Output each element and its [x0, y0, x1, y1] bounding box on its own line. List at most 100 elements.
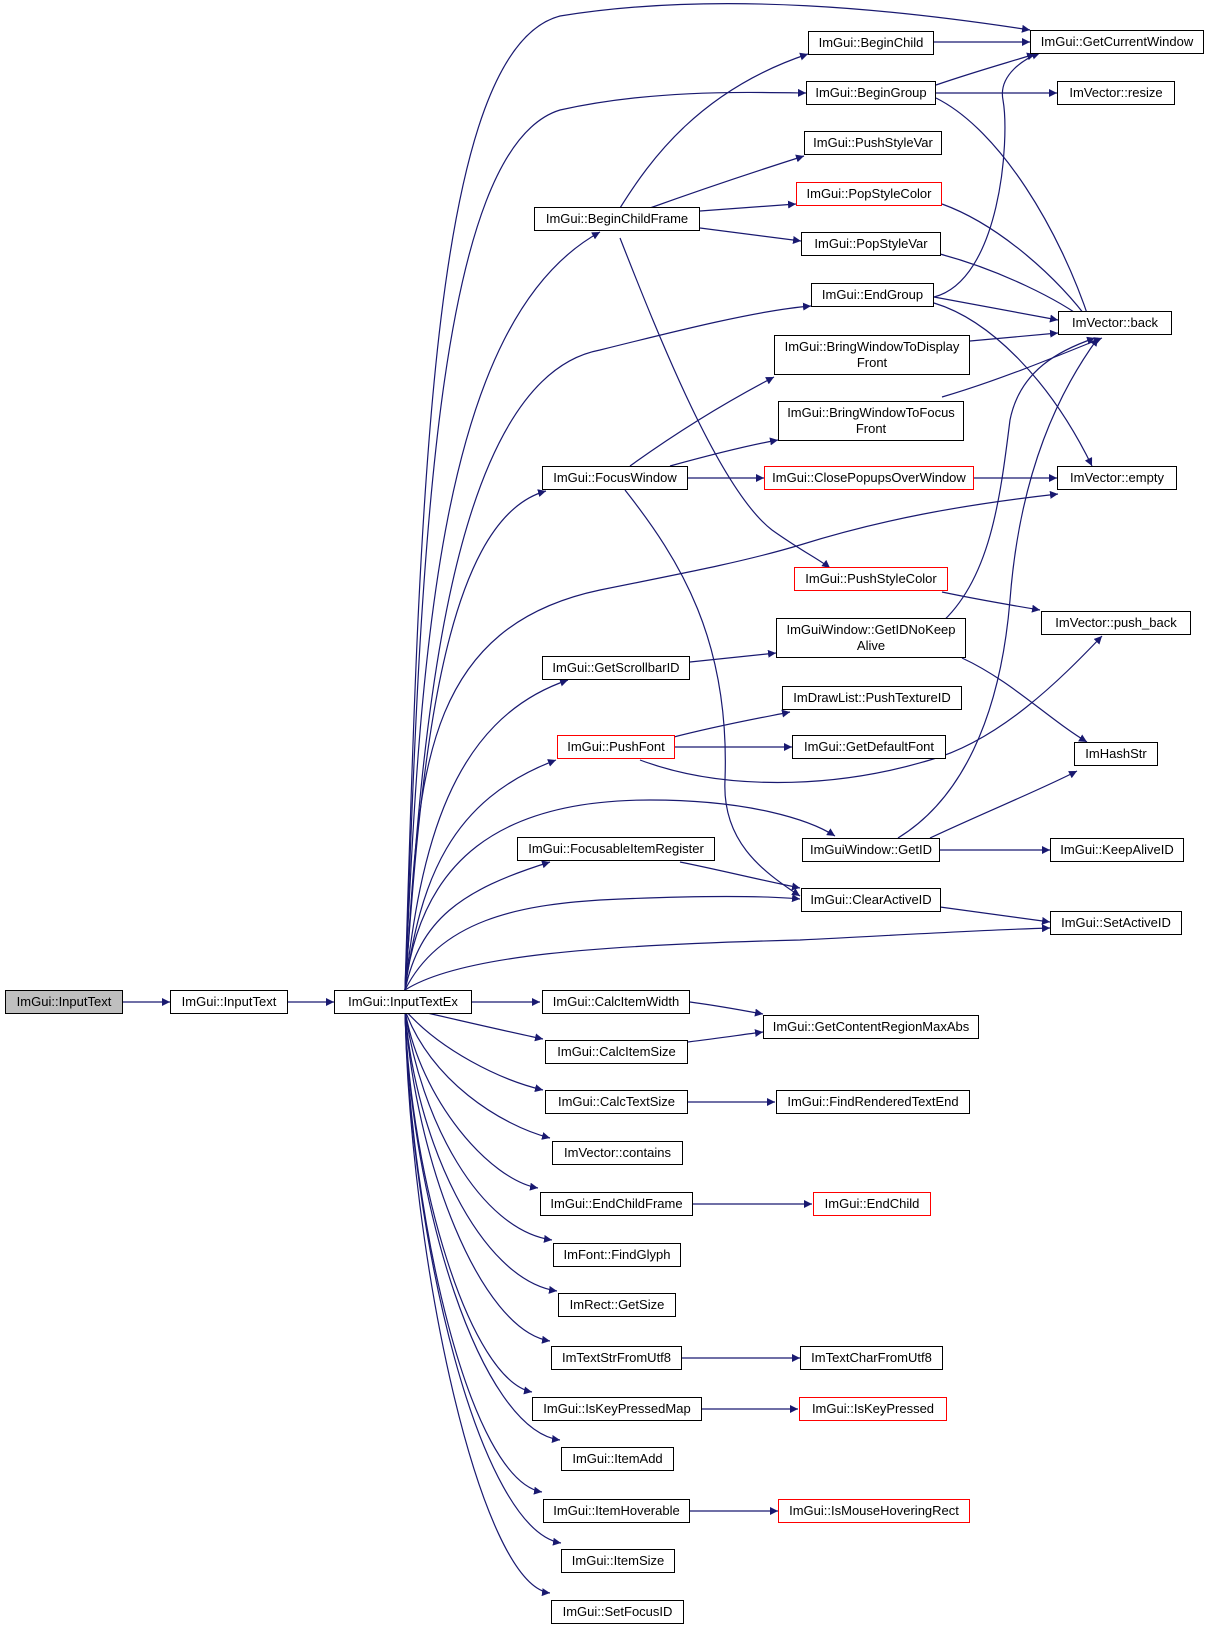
node-imgui-endgroup[interactable]: ImGui::EndGroup — [811, 283, 934, 307]
edge — [624, 489, 801, 897]
node-imgui-inputtextex[interactable]: ImGui::InputTextEx — [334, 990, 472, 1014]
edge — [404, 1009, 562, 1546]
node-imrect-getsize[interactable]: ImRect::GetSize — [558, 1293, 676, 1317]
node-imgui-setfocusid[interactable]: ImGui::SetFocusID — [551, 1600, 684, 1624]
node-imvector-contains[interactable]: ImVector::contains — [552, 1141, 683, 1165]
node-imgui-getdefaultfont[interactable]: ImGui::GetDefaultFont — [792, 735, 946, 759]
edge — [897, 337, 1099, 839]
node-imgui-getcurrentwindow[interactable]: ImGui::GetCurrentWindow — [1030, 30, 1204, 54]
edge — [941, 591, 1041, 613]
node-label: ImGui::InputTextEx — [348, 994, 458, 1009]
node-imgui-setactiveid[interactable]: ImGui::SetActiveID — [1050, 911, 1182, 935]
node-imgui-itemadd[interactable]: ImGui::ItemAdd — [561, 1447, 674, 1471]
node-imgui-inputtext-root[interactable]: ImGui::InputText — [5, 990, 123, 1014]
node-imgui-beginchild[interactable]: ImGui::BeginChild — [808, 31, 934, 55]
edge — [404, 1009, 544, 1093]
edge — [404, 490, 1059, 991]
node-label: ImGui::PushFont — [567, 739, 665, 754]
node-label: ImGui::InputText — [181, 994, 277, 1009]
node-imgui-findrenderedtextend[interactable]: ImGui::FindRenderedTextEnd — [776, 1090, 970, 1114]
edge — [404, 1009, 533, 1395]
edge — [404, 1009, 551, 1140]
edge — [689, 1001, 764, 1017]
node-imgui-popstylevar[interactable]: ImGui::PopStyleVar — [801, 232, 941, 256]
edge — [619, 52, 809, 209]
edge — [404, 302, 812, 991]
node-label: ImGui::EndGroup — [821, 287, 924, 302]
node-imgui-itemhoverable[interactable]: ImGui::ItemHoverable — [543, 1499, 690, 1523]
node-label: ImGui::ClearActiveID — [810, 892, 932, 907]
edge — [649, 154, 805, 209]
node-label: ImGuiWindow::GetID — [809, 842, 933, 857]
node-imgui-pushstylevar[interactable]: ImGui::PushStyleVar — [804, 131, 942, 155]
node-imgui-calctextsize[interactable]: ImGui::CalcTextSize — [545, 1090, 688, 1114]
node-imgui-focusableitemregister[interactable]: ImGui::FocusableItemRegister — [517, 837, 715, 861]
node-imgui-ismousehoveringrect[interactable]: ImGui::IsMouseHoveringRect — [778, 1499, 970, 1523]
node-imgui-itemsize[interactable]: ImGui::ItemSize — [561, 1549, 675, 1573]
node-imgui-popstylecolor[interactable]: ImGui::PopStyleColor — [796, 182, 942, 206]
edge — [404, 799, 836, 991]
edge — [404, 3, 1031, 991]
node-label: ImGui::PushStyleColor — [805, 571, 937, 586]
node-imgui-focuswindow[interactable]: ImGui::FocusWindow — [542, 466, 688, 490]
node-imguiwindow-getid[interactable]: ImGuiWindow::GetID — [802, 838, 940, 862]
node-label: ImGui::BeginGroup — [815, 85, 927, 100]
node-imvector-empty[interactable]: ImVector::empty — [1057, 466, 1177, 490]
node-imgui-calcitemwidth[interactable]: ImGui::CalcItemWidth — [542, 990, 690, 1014]
node-imgui-beginchildframe[interactable]: ImGui::BeginChildFrame — [534, 207, 700, 231]
node-imgui-iskeypressedmap[interactable]: ImGui::IsKeyPressedMap — [532, 1397, 702, 1421]
node-imvector-back[interactable]: ImVector::back — [1058, 311, 1172, 335]
node-imgui-iskeypressed[interactable]: ImGui::IsKeyPressed — [799, 1397, 947, 1421]
node-label: ImGui::GetScrollbarID — [552, 660, 680, 675]
node-imtextstrfromutf8[interactable]: ImTextStrFromUtf8 — [551, 1346, 682, 1370]
node-label-line2: Front — [855, 421, 887, 436]
node-imvector-push-back[interactable]: ImVector::push_back — [1041, 611, 1191, 635]
node-label: ImVector::back — [1072, 315, 1158, 330]
node-label: ImGui::FocusableItemRegister — [528, 841, 704, 856]
node-label: ImGui::PopStyleVar — [814, 236, 928, 251]
node-imgui-begingroup[interactable]: ImGui::BeginGroup — [806, 81, 936, 105]
node-imgui-pushstylecolor[interactable]: ImGui::PushStyleColor — [794, 567, 948, 591]
edge — [619, 237, 831, 569]
node-imgui-pushfont[interactable]: ImGui::PushFont — [557, 735, 675, 759]
edge — [929, 770, 1078, 839]
node-imgui-getcontentregionmaxabs[interactable]: ImGui::GetContentRegionMaxAbs — [763, 1015, 979, 1039]
node-label: ImGui::SetFocusID — [562, 1604, 673, 1619]
node-label: ImGui::CalcItemWidth — [552, 994, 680, 1009]
node-imgui-clearactiveid[interactable]: ImGui::ClearActiveID — [801, 888, 941, 912]
node-label: ImGui::FindRenderedTextEnd — [787, 1094, 959, 1109]
node-label-line1: ImGuiWindow::GetIDNoKeep — [786, 622, 956, 637]
node-imfont-findglyph[interactable]: ImFont::FindGlyph — [553, 1243, 681, 1267]
node-imgui-inputtext[interactable]: ImGui::InputText — [170, 990, 288, 1014]
edge — [939, 906, 1051, 925]
edge — [699, 227, 802, 244]
node-imgui-keepaliveid[interactable]: ImGui::KeepAliveID — [1050, 838, 1184, 862]
edge — [935, 52, 1036, 86]
node-imvector-resize[interactable]: ImVector::resize — [1057, 81, 1175, 105]
node-label: ImGui::EndChild — [824, 1196, 920, 1211]
node-label-line1: ImGui::BringWindowToFocus — [787, 405, 955, 420]
node-imhashstr[interactable]: ImHashStr — [1074, 742, 1158, 766]
edge — [404, 1009, 539, 1191]
node-label-line1: ImGui::BringWindowToDisplay — [784, 339, 960, 354]
edge — [669, 709, 791, 739]
node-label: ImFont::FindGlyph — [563, 1247, 671, 1262]
node-imgui-calcitemsize[interactable]: ImGui::CalcItemSize — [545, 1040, 688, 1064]
edge — [969, 329, 1059, 342]
edge — [404, 231, 601, 991]
edge — [933, 51, 1041, 298]
node-label: ImVector::resize — [1069, 85, 1163, 100]
node-imgui-endchildframe[interactable]: ImGui::EndChildFrame — [540, 1192, 693, 1216]
node-label: ImDrawList::PushTextureID — [793, 690, 951, 705]
node-imgui-endchild[interactable]: ImGui::EndChild — [813, 1192, 931, 1216]
node-label: ImGui::SetActiveID — [1061, 915, 1171, 930]
node-imgui-getscrollbarid[interactable]: ImGui::GetScrollbarID — [542, 656, 690, 680]
node-imgui-closepopupsoverwindow[interactable]: ImGui::ClosePopupsOverWindow — [764, 466, 974, 490]
node-label: ImGui::BeginChildFrame — [545, 211, 689, 226]
edge — [404, 1009, 551, 1597]
node-imdrawlist-pushtextureid[interactable]: ImDrawList::PushTextureID — [782, 686, 962, 710]
node-imtextcharfromutf8[interactable]: ImTextCharFromUtf8 — [800, 1346, 943, 1370]
